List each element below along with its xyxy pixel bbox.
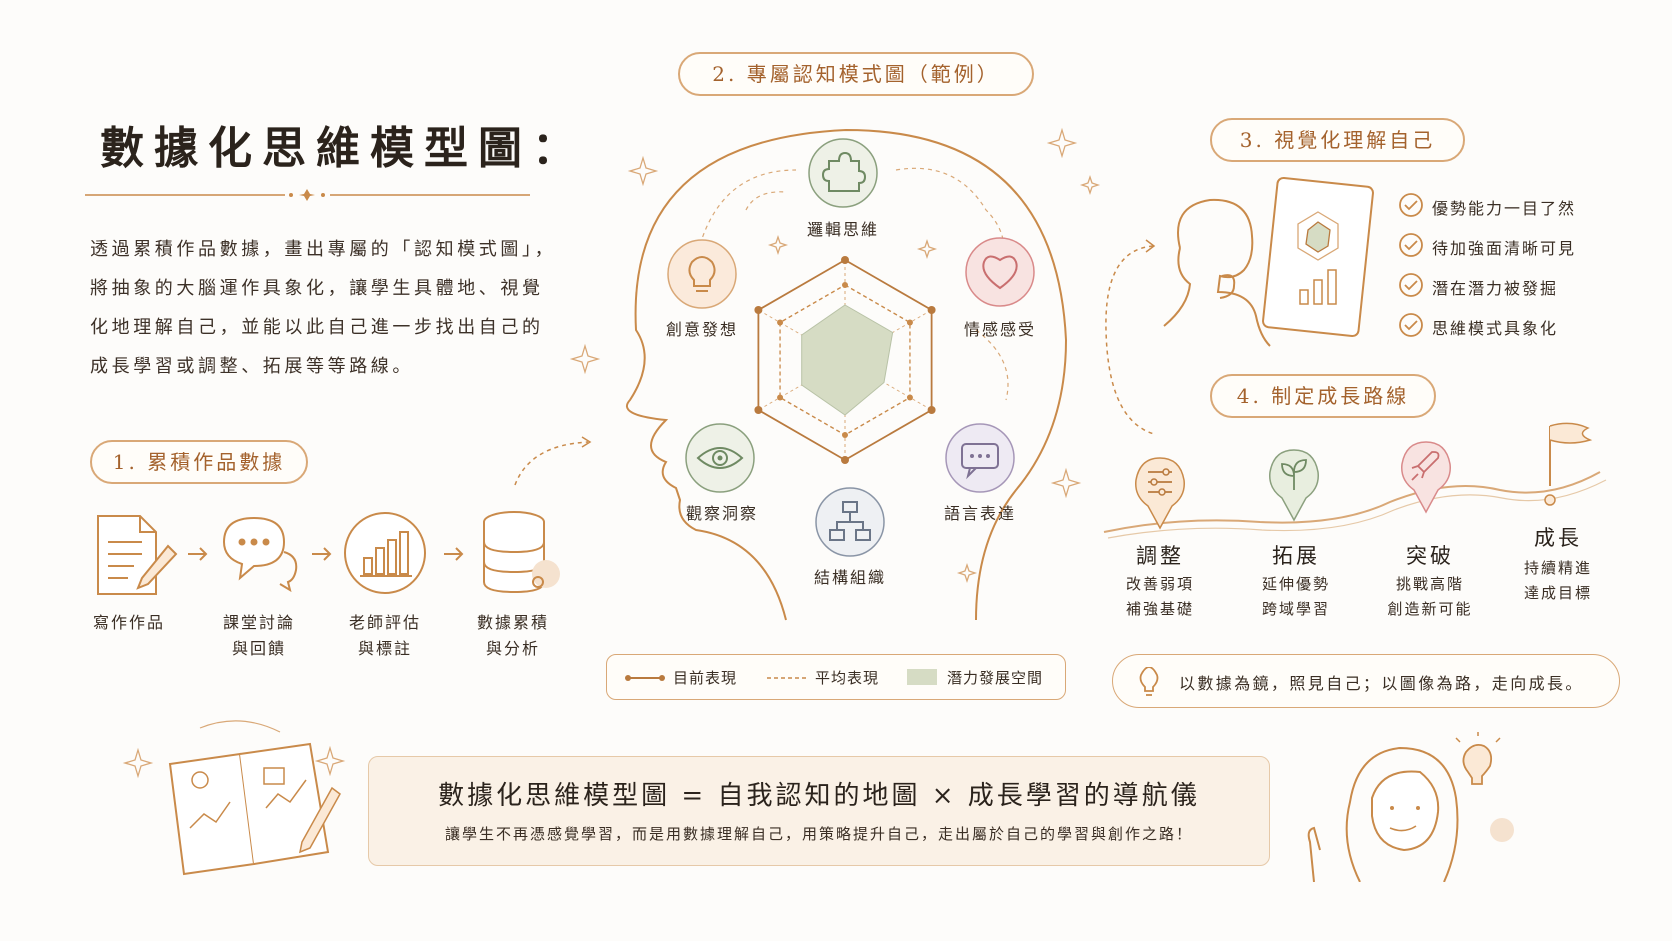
node-label-observation: 觀察洞察 <box>685 504 758 523</box>
document-pencil-icon <box>97 515 178 595</box>
bar-chart-icon <box>344 512 426 594</box>
section1-label: 1. 累積作品數據 <box>90 440 308 484</box>
flow-arrow-icon <box>514 436 592 486</box>
stage-subtitle: 持續精進達成目標 <box>1523 559 1592 602</box>
eye-icon <box>685 423 755 493</box>
stage-title: 拓展 <box>1272 544 1320 568</box>
legend-potential: 潛力發展空間 <box>947 669 1044 687</box>
legend-average: 平均表現 <box>815 669 880 687</box>
rocket-icon <box>1401 441 1451 514</box>
summary-subtitle: 讓學生不再憑感覺學習，而是用數據理解自己，用策略提升自己，走出屬於自己的學習與創… <box>444 825 1193 843</box>
thinking-person-illustration <box>1163 176 1374 347</box>
arrow-right-icon <box>312 547 332 561</box>
quote-text: 以數據為鏡，照見自己；以圖像為路，走向成長。 <box>1179 674 1584 693</box>
lightbulb-icon <box>667 239 737 309</box>
radar-axis <box>844 359 932 411</box>
radar-point-average <box>777 319 784 326</box>
summary-box: 數據化思維模型圖 = 自我認知的地圖 × 成長學習的導航儀 讓學生不再憑感覺學習… <box>368 756 1270 866</box>
radar-point-average <box>906 319 913 326</box>
node-label-structure: 結構組織 <box>813 568 886 587</box>
node-label-logic: 邏輯思維 <box>806 220 879 239</box>
stage-subtitle: 改善弱項補強基礎 <box>1125 575 1194 618</box>
sliders-icon <box>1135 457 1185 530</box>
section3-label: 3. 視覺化理解自己 <box>1210 118 1465 162</box>
stage-title: 調整 <box>1136 544 1184 568</box>
step-label: 老師評估與標註 <box>348 613 421 658</box>
stage-subtitle: 延伸優勢跨域學習 <box>1261 575 1330 618</box>
puzzle-icon <box>808 138 878 208</box>
check-item: 潛在潛力被發掘 <box>1432 279 1559 298</box>
heart-icon <box>965 237 1035 307</box>
node-label-emotion: 情感感受 <box>963 320 1036 339</box>
radar-point-current <box>754 306 763 314</box>
radar-point-current <box>927 406 936 414</box>
speech-bubble-icon <box>945 423 1015 493</box>
section2-label: 2. 專屬認知模式圖（範例） <box>678 52 1034 96</box>
check-item: 思維模式具象化 <box>1432 319 1559 338</box>
radar-point-current <box>841 456 849 464</box>
legend-swatch <box>907 669 937 685</box>
page-title: 數據化思維模型圖： <box>100 123 586 174</box>
arrow-right-icon <box>188 547 208 561</box>
arrow-right-icon <box>444 547 464 561</box>
intro-paragraph: 透過累積作品數據，畫出專屬的「認知模式圖」，將抽象的大腦運作具象化，讓學生具體地… <box>90 239 557 377</box>
stage-title: 突破 <box>1406 544 1454 568</box>
legend-dashed-line <box>767 677 807 679</box>
chart-legend: 目前表現 平均表現 潛力發展空間 <box>606 654 1066 700</box>
radar-point-average <box>842 432 848 438</box>
step-label: 課堂討論與回饋 <box>222 613 295 658</box>
section4-label: 4. 制定成長路線 <box>1210 374 1436 418</box>
radar-point-average <box>842 282 848 288</box>
summary-title: 數據化思維模型圖 = 自我認知的地圖 × 成長學習的導航儀 <box>438 781 1200 811</box>
radar-point-average <box>906 394 913 401</box>
open-book-illustration <box>168 720 341 876</box>
radar-series-potential <box>801 304 894 416</box>
legend-solid-line <box>625 675 665 681</box>
title-divider <box>85 189 530 201</box>
head-outline <box>626 128 1068 621</box>
check-item: 待加強面清晰可見 <box>1432 239 1577 258</box>
girl-idea-illustration <box>1307 732 1514 882</box>
radar-point-current <box>754 406 763 414</box>
growth-path <box>1103 422 1607 539</box>
node-label-language: 語言表達 <box>943 504 1016 523</box>
stage-title: 成長 <box>1534 526 1582 550</box>
lightbulb-icon <box>1139 667 1159 696</box>
sprout-icon <box>1269 449 1319 522</box>
radar-point-current <box>841 256 849 264</box>
step-label: 數據累積與分析 <box>476 613 549 658</box>
node-label-creativity: 創意發想 <box>665 320 738 339</box>
flow-arrow-icon <box>1105 239 1156 435</box>
stage-subtitle: 挑戰高階創造新可能 <box>1387 575 1473 618</box>
radar-point-current <box>927 306 936 314</box>
hierarchy-icon <box>815 487 885 557</box>
quote-box: 以數據為鏡，照見自己；以圖像為路，走向成長。 <box>1112 654 1620 708</box>
chat-bubbles-icon <box>222 516 298 592</box>
check-item: 優勢能力一目了然 <box>1432 199 1577 218</box>
check-icons <box>1399 193 1423 337</box>
database-icon <box>483 511 560 594</box>
radar-point-average <box>777 394 784 401</box>
step-label: 寫作作品 <box>92 613 165 632</box>
radar-chart <box>754 256 936 464</box>
legend-current: 目前表現 <box>673 669 738 687</box>
